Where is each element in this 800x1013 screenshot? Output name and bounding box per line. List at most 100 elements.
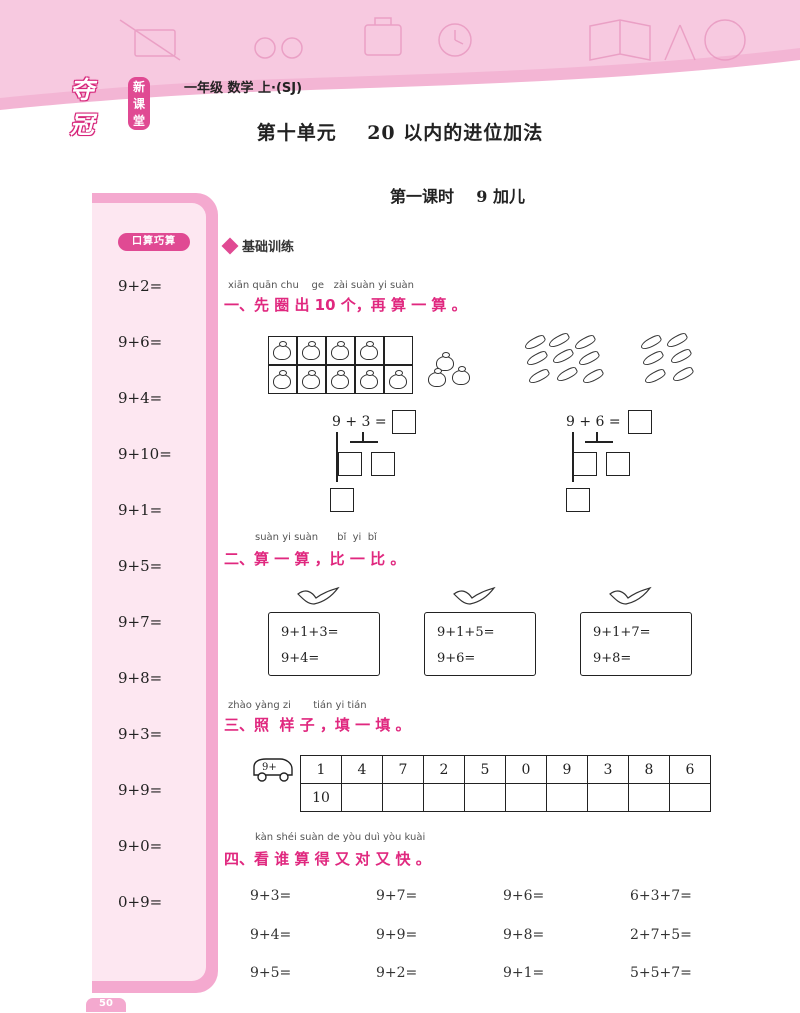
table-cell: 0 xyxy=(505,755,547,784)
lesson-title: 第一课时 9 加儿 xyxy=(390,187,525,206)
quick-equation: 9+3= xyxy=(250,888,292,904)
quick-equation: 2+7+5= xyxy=(630,927,692,943)
car-label: 9+ xyxy=(262,762,277,773)
section3-title: 三、照 样 子 ，填 一 填 。 xyxy=(224,716,411,734)
eggplant-icon xyxy=(573,333,597,352)
sidebar-equation: 9+5= xyxy=(118,557,163,575)
compare-line: 9+1+7= xyxy=(593,625,651,640)
peach-icon xyxy=(302,341,320,360)
table-cell: 6 xyxy=(669,755,711,784)
compare-line: 9+4= xyxy=(281,651,320,666)
peach-icon xyxy=(331,341,349,360)
car-icon: 9+ xyxy=(253,758,293,782)
section1-pinyin: xiān quān chu ge zài suàn yi suàn xyxy=(228,280,415,291)
table-cell: 4 xyxy=(341,755,383,784)
compare-line: 9+1+5= xyxy=(437,625,495,640)
peach-icon xyxy=(428,368,446,387)
mental-math-sidebar xyxy=(92,193,218,993)
compare-box: 9+1+7= 9+8= xyxy=(580,612,692,676)
answer-cell[interactable] xyxy=(546,783,588,812)
eggplant-icon xyxy=(665,331,689,350)
eggplant-icon xyxy=(547,331,571,350)
answer-cell[interactable] xyxy=(341,783,383,812)
split-box[interactable] xyxy=(606,452,630,476)
frame-cell xyxy=(384,336,413,365)
quick-equation: 6+3+7= xyxy=(630,888,692,904)
eggplant-icon xyxy=(669,347,693,366)
eggplant-icon xyxy=(671,365,695,384)
quick-equation: 9+1= xyxy=(503,965,545,981)
split-box[interactable] xyxy=(573,452,597,476)
sidebar-equation: 9+9= xyxy=(118,781,163,799)
sidebar-equation: 9+0= xyxy=(118,837,163,855)
section4-pinyin: kàn shéi suàn de yòu duì yòu kuài xyxy=(255,832,426,843)
peach-icon xyxy=(360,370,378,389)
compare-line: 9+8= xyxy=(593,651,632,666)
split-line xyxy=(336,432,338,482)
split-box[interactable] xyxy=(330,488,354,512)
sidebar-equation: 0+9= xyxy=(118,893,163,911)
peach-icon xyxy=(273,341,291,360)
split-line xyxy=(596,432,598,442)
quick-equation: 9+9= xyxy=(376,927,418,943)
section-tag: 基础训练 xyxy=(221,236,294,255)
sidebar-panel xyxy=(92,203,206,981)
table-cell: 3 xyxy=(587,755,629,784)
split-box[interactable] xyxy=(566,488,590,512)
brand-main: 夺冠 xyxy=(70,76,94,139)
quick-equation: 9+7= xyxy=(376,888,418,904)
fill-table: 1 4 7 2 5 0 9 3 8 6 10 xyxy=(300,755,711,812)
brand-sub: 新课堂 xyxy=(128,77,151,130)
answer-cell[interactable] xyxy=(505,783,547,812)
section1-title: 一、先 圈 出 10 个，再 算 一 算 。 xyxy=(224,296,467,314)
quick-equation: 9+6= xyxy=(503,888,545,904)
peach-icon xyxy=(436,352,454,371)
sidebar-equation: 9+3= xyxy=(118,725,163,743)
compare-line: 9+1+3= xyxy=(281,625,339,640)
answer-box[interactable] xyxy=(392,410,416,434)
table-cell: 2 xyxy=(423,755,465,784)
bird-icon xyxy=(609,586,652,605)
split-box[interactable] xyxy=(371,452,395,476)
split-box[interactable] xyxy=(338,452,362,476)
table-cell: 5 xyxy=(464,755,506,784)
answer-cell[interactable] xyxy=(423,783,465,812)
peach-icon xyxy=(331,370,349,389)
section4-title: 四、看 谁 算 得 又 对 又 快 。 xyxy=(224,850,431,868)
answer-cell[interactable] xyxy=(464,783,506,812)
answer-cell[interactable] xyxy=(628,783,670,812)
table-cell: 10 xyxy=(300,783,342,812)
section3-pinyin: zhào yàng zi tián yi tián xyxy=(228,700,367,711)
peach-icon xyxy=(452,366,470,385)
bird-icon xyxy=(453,586,496,605)
sidebar-equation: 9+4= xyxy=(118,389,163,407)
answer-cell[interactable] xyxy=(382,783,424,812)
compare-box: 9+1+5= 9+6= xyxy=(424,612,536,676)
sidebar-equation: 9+10= xyxy=(118,445,172,463)
book-title: 一年级 数学 上·(SJ) xyxy=(184,81,303,96)
peach-icon xyxy=(360,341,378,360)
sidebar-equation: 9+7= xyxy=(118,613,163,631)
table-row: 10 xyxy=(300,783,711,812)
table-cell: 8 xyxy=(628,755,670,784)
quick-equation: 5+5+7= xyxy=(630,965,692,981)
eggplant-icon xyxy=(527,367,551,386)
unit-title: 第十单元 20 以内的进位加法 xyxy=(256,122,544,144)
equation-left: 9 + 3 = xyxy=(332,414,387,430)
equation-right: 9 + 6 = xyxy=(566,414,621,430)
table-row: 1 4 7 2 5 0 9 3 8 6 xyxy=(300,755,711,784)
answer-cell[interactable] xyxy=(587,783,629,812)
answer-cell[interactable] xyxy=(669,783,711,812)
page-number: 50 xyxy=(86,998,126,1012)
eggplant-icon xyxy=(577,349,601,368)
section2-pinyin: suàn yi suàn bǐ yi bǐ xyxy=(255,532,377,543)
eggplant-icon xyxy=(523,333,547,352)
sidebar-badge: 口算巧算 xyxy=(118,233,190,251)
eggplant-icon xyxy=(525,349,549,368)
compare-line: 9+6= xyxy=(437,651,476,666)
answer-box[interactable] xyxy=(628,410,652,434)
table-cell: 7 xyxy=(382,755,424,784)
eggplant-icon xyxy=(581,367,605,386)
sidebar-equation: 9+8= xyxy=(118,669,163,687)
sidebar-equation: 9+1= xyxy=(118,501,163,519)
